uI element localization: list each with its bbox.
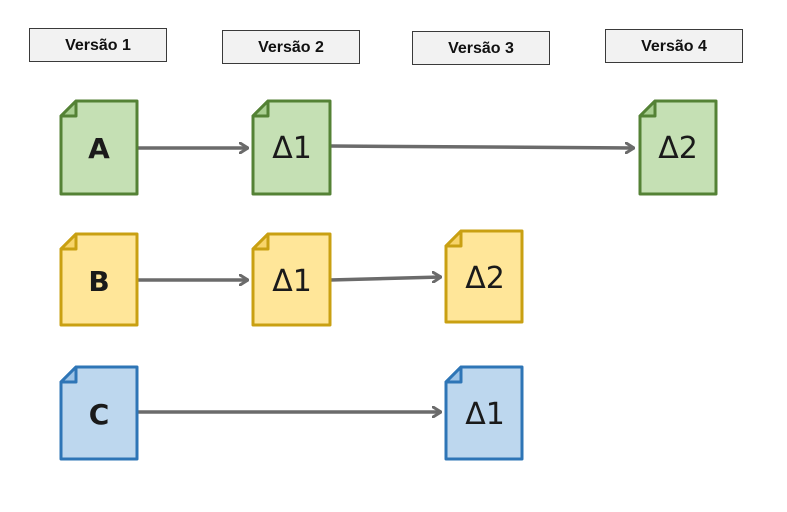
- doc-c-version-3: Δ1: [444, 365, 524, 461]
- doc-c-version-1: C: [59, 365, 139, 461]
- doc-b-version-2: Δ1: [251, 232, 332, 327]
- doc-b-v2-label: Δ1: [272, 264, 312, 299]
- version-2-header: Versão 2: [222, 30, 360, 64]
- doc-a-version-2: Δ1: [251, 99, 332, 196]
- doc-a-v4-label: Δ2: [658, 131, 698, 166]
- doc-a-version-1: A: [59, 99, 139, 196]
- version-3-header: Versão 3: [412, 31, 550, 65]
- doc-b-version-1: B: [59, 232, 139, 327]
- doc-a-v2-label: Δ1: [272, 131, 312, 166]
- version-4-header: Versão 4: [605, 29, 743, 63]
- doc-b-version-3: Δ2: [444, 229, 524, 324]
- doc-a-v1-label: A: [88, 132, 110, 165]
- doc-b-v1-label: B: [88, 265, 109, 298]
- arrow-a-v2-to-v4: [329, 146, 634, 148]
- version-1-header: Versão 1: [29, 28, 167, 62]
- arrow-b-v2-to-v3: [329, 277, 441, 280]
- doc-c-v1-label: C: [89, 398, 110, 431]
- doc-c-v3-label: Δ1: [465, 397, 505, 432]
- doc-b-v3-label: Δ2: [465, 261, 505, 296]
- doc-a-version-4: Δ2: [638, 99, 718, 196]
